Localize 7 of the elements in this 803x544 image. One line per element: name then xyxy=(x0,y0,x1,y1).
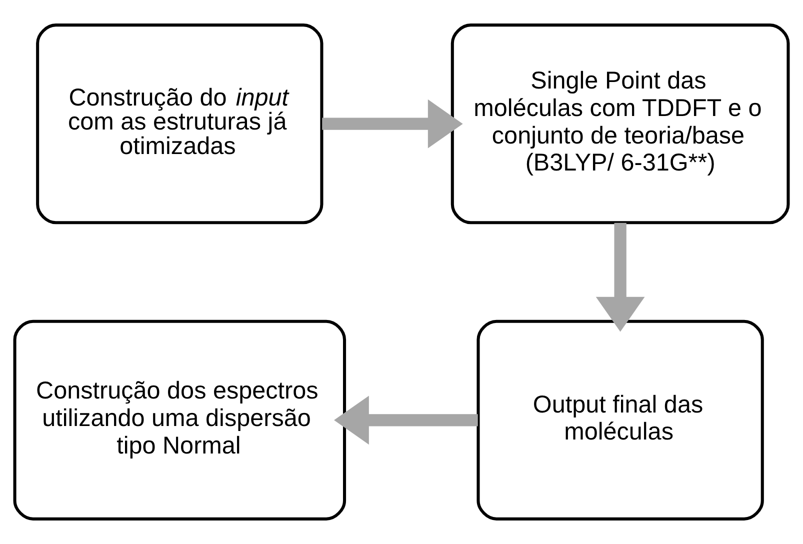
node-box: Single Point das moléculas com TDDFT e o conjunto de teoria/base (B3LYP/ 6-31G**) xyxy=(450,24,790,224)
arrow xyxy=(596,222,645,332)
arrow xyxy=(334,396,478,445)
node-box: Construção dos espectros utilizando uma dispersão tipo Normal xyxy=(13,320,346,520)
arrow xyxy=(322,99,463,148)
node-box: Construção do input com as estruturas já otimizadas xyxy=(36,24,324,224)
node-box: Output final das moléculas xyxy=(476,320,764,520)
